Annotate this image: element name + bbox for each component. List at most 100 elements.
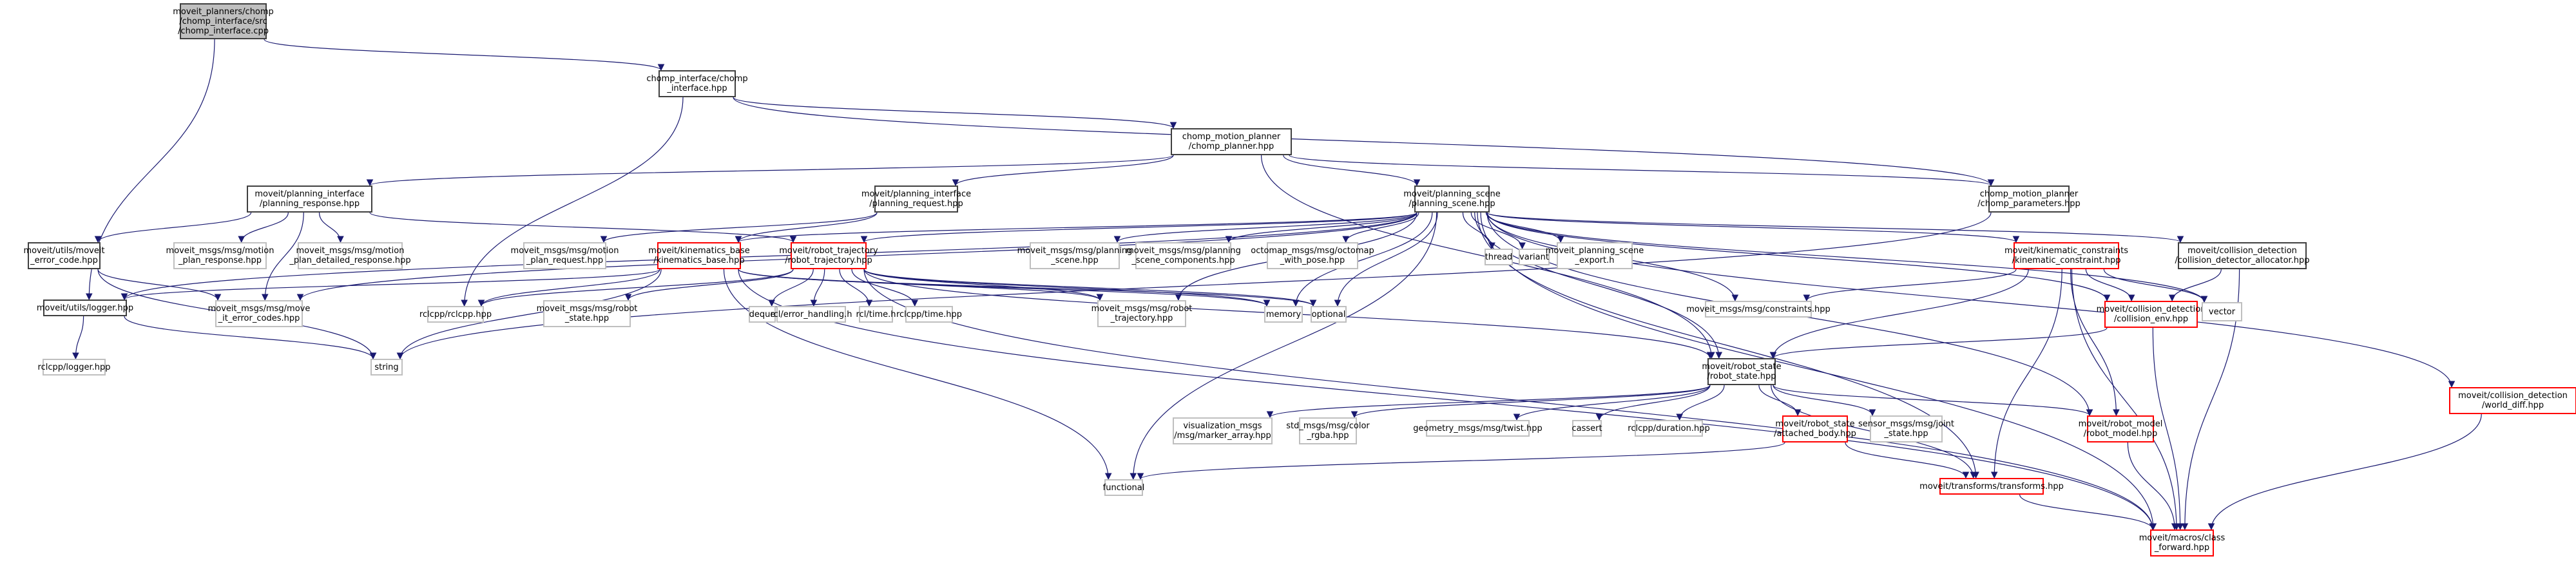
edge-n12-n26 xyxy=(810,269,825,307)
node-thread: thread xyxy=(1485,249,1513,265)
node-motion-plan-request-hpp: moveit_msgs/msg/motion _plan_request.hpp xyxy=(511,242,619,269)
node-string: string xyxy=(370,359,403,376)
edge-n12-n24 xyxy=(624,269,794,301)
node-motion-plan-response-hpp: moveit_msgs/msg/motion _plan_response.hp… xyxy=(166,242,274,269)
edge-n11-n30 xyxy=(738,269,1271,307)
edge-n1-n6 xyxy=(733,97,1995,187)
edge-n5-n16 xyxy=(1462,212,1495,250)
edge-n11-n21 xyxy=(120,269,660,301)
edge-n5-n11 xyxy=(735,212,1418,243)
edge-n6-n37 xyxy=(396,212,1992,360)
edge-n2-n6 xyxy=(1289,155,1994,187)
node-rcl-time-h: rcl/time.h xyxy=(856,306,896,323)
node-planning-scene-hpp[interactable]: moveit/planning_scene /planning_scene.hp… xyxy=(1403,185,1501,213)
edge-n46-n49 xyxy=(2127,442,2178,531)
edge-n4-n10 xyxy=(600,212,878,243)
edge-n3-n7 xyxy=(94,212,252,243)
node-class-forward-hpp[interactable]: moveit/macros/class _forward.hpp xyxy=(2139,529,2225,556)
edge-n38-n45 xyxy=(1773,385,1876,417)
edge-n35-n49 xyxy=(2207,414,2482,531)
edge-n2-n4 xyxy=(952,155,1174,187)
edge-n5-n34 xyxy=(1486,212,2208,303)
edge-n5-n17 xyxy=(1470,212,1526,250)
edge-n19-n33 xyxy=(2085,269,2135,302)
node-robot-state-hpp[interactable]: moveit/robot_state /robot_state.hpp xyxy=(1702,358,1782,385)
edge-n38-n44 xyxy=(1758,385,1802,417)
node-chomp-parameters-hpp[interactable]: chomp_motion_planner /chomp_parameters.h… xyxy=(1977,185,2081,213)
node-chomp-interface-cpp[interactable]: moveit_planners/chomp /chomp_interface/s… xyxy=(173,3,274,39)
node-rclcpp-time-hpp: rclcpp/time.hpp xyxy=(896,306,962,323)
node-rclcpp-hpp: rclcpp/rclcpp.hpp xyxy=(419,306,492,323)
edge-n38-n43 xyxy=(1676,385,1725,421)
edge-n0-n1 xyxy=(264,39,665,71)
node-robot-trajectory-hpp[interactable]: moveit/robot_trajectory /robot_trajector… xyxy=(779,242,878,269)
node-kinematic-constraint-hpp[interactable]: moveit/kinematic_constraints /kinematic_… xyxy=(2004,242,2128,269)
node-collision-detector-allocator-hpp[interactable]: moveit/collision_detection /collision_de… xyxy=(2175,242,2310,269)
node-chomp-planner-hpp[interactable]: chomp_motion_planner /chomp_planner.hpp xyxy=(1171,128,1292,155)
edge-n2-n5 xyxy=(1283,155,1421,187)
edge-n1-n23 xyxy=(461,97,684,307)
edge-n11-n23 xyxy=(477,269,660,307)
node-vector: vector xyxy=(2202,302,2242,321)
edge-n5-n19 xyxy=(1486,212,2020,243)
node-logger-hpp[interactable]: moveit/utils/logger.hpp xyxy=(37,300,133,316)
node-transforms-hpp[interactable]: moveit/transforms/transforms.hpp xyxy=(1919,478,2064,495)
edge-n3-n9 xyxy=(318,212,344,243)
node-variant: variant xyxy=(1519,249,1550,265)
node-rcl-error-handling-h: rcl/error_handling.h xyxy=(771,306,852,323)
node-color-rgba-hpp: std_msgs/msg/color _rgba.hpp xyxy=(1286,417,1370,444)
edge-n12-n30 xyxy=(863,269,1271,307)
node-moveit-error-code-hpp[interactable]: moveit/utils/moveit _error_code.hpp xyxy=(23,242,105,269)
node-joint-state-hpp: sensor_msgs/msg/joint _state.hpp xyxy=(1858,415,1954,442)
edge-n19-n38 xyxy=(1769,269,2029,359)
node-collision-env-hpp[interactable]: moveit/collision_detection /collision_en… xyxy=(2097,301,2206,328)
edge-n38-n46 xyxy=(1773,385,2093,417)
edge-n3-n22 xyxy=(261,212,304,301)
edge-n5-n20 xyxy=(1486,212,2184,243)
edge-n1-n2 xyxy=(733,97,1177,129)
edge-n12-n27 xyxy=(839,269,873,307)
node-move-it-error-codes-hpp: moveit_msgs/msg/move _it_error_codes.hpp xyxy=(208,300,310,327)
edge-n44-n48 xyxy=(1845,442,1970,479)
node-world-diff-hpp[interactable]: moveit/collision_detection /world_diff.h… xyxy=(2449,387,2576,414)
edge-n21-n36 xyxy=(72,316,84,360)
node-rclcpp-logger-hpp: rclcpp/logger.hpp xyxy=(38,359,110,376)
node-constraints-hpp: moveit_msgs/msg/constraints.hpp xyxy=(1686,301,1831,318)
edge-n19-n48 xyxy=(1990,269,2062,479)
edge-n4-n11 xyxy=(735,212,878,243)
node-chomp-interface-hpp[interactable]: chomp_interface/chomp _interface.hpp xyxy=(646,70,748,97)
edge-n5-n33 xyxy=(1486,212,2111,302)
node-twist-hpp: geometry_msgs/msg/twist.hpp xyxy=(1413,420,1543,437)
edge-n19-n49 xyxy=(2071,269,2180,531)
node-robot-state-msg-hpp: moveit_msgs/msg/robot _state.hpp xyxy=(537,300,637,327)
edge-n3-n12 xyxy=(369,212,797,243)
edge-n21-n37 xyxy=(124,316,377,360)
edge-n5-n30 xyxy=(1292,212,1433,307)
node-planning-scene-msg-hpp: moveit_msgs/msg/planning _scene.hpp xyxy=(1017,242,1132,269)
node-marker-array-hpp: visualization_msgs /msg/marker_array.hpp xyxy=(1173,417,1273,444)
edge-n5-n13 xyxy=(1113,212,1418,243)
edge-n11-n37 xyxy=(396,269,662,360)
node-motion-plan-detailed-response-hpp: moveit_msgs/msg/motion _plan_detailed_re… xyxy=(289,242,411,269)
edge-n19-n46 xyxy=(2070,269,2120,417)
edge-n11-n47 xyxy=(723,269,1112,480)
node-planning-response-hpp[interactable]: moveit/planning_interface /planning_resp… xyxy=(247,185,372,213)
node-kinematics-base-hpp[interactable]: moveit/kinematics_base /kinematics_base.… xyxy=(648,242,750,269)
node-deque: deque xyxy=(749,306,776,323)
edge-n2-n3 xyxy=(367,155,1174,187)
edge-n12-n28 xyxy=(851,269,919,307)
node-planning-request-hpp[interactable]: moveit/planning_interface /planning_requ… xyxy=(861,185,971,213)
edge-n48-n49 xyxy=(2019,494,2157,531)
edge-n5-n38 xyxy=(1474,212,1723,359)
node-attached-body-hpp[interactable]: moveit/robot_state /attached_body.hpp xyxy=(1774,415,1856,442)
node-robot-model-hpp[interactable]: moveit/robot_model /robot_model.hpp xyxy=(2079,415,2162,442)
edge-n38-n39 xyxy=(1266,385,1711,419)
node-memory: memory xyxy=(1264,306,1303,323)
edge-n33-n38 xyxy=(1769,327,2108,359)
edge-n12-n31 xyxy=(863,269,1317,307)
edge-n5-n35 xyxy=(1486,212,2456,388)
edge-n19-n34 xyxy=(2103,269,2208,303)
edge-n3-n8 xyxy=(238,212,289,243)
